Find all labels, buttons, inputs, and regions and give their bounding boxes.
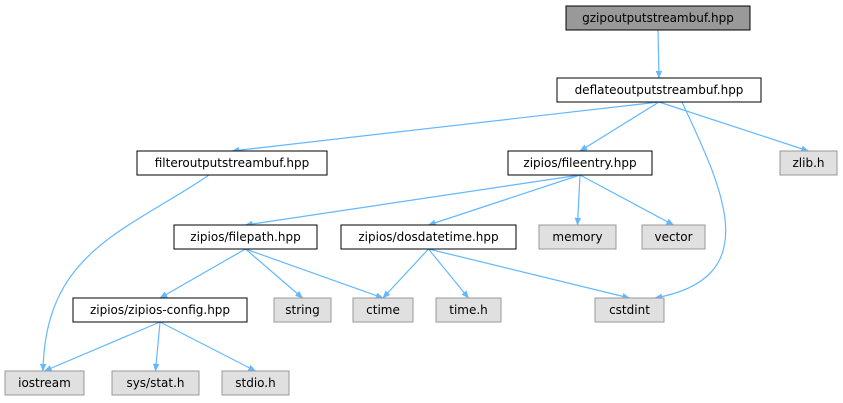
edge-filepath-to-string <box>245 248 304 299</box>
node-label-fileentry: zipios/fileentry.hpp <box>523 156 636 170</box>
edge-dosdatetime-to-ctime <box>382 248 429 299</box>
node-label-zlib: zlib.h <box>792 156 824 170</box>
node-vector[interactable]: vector <box>641 224 706 250</box>
node-stdio[interactable]: stdio.h <box>221 370 290 396</box>
edge-config-to-stdio <box>159 321 257 372</box>
node-filepath[interactable]: zipios/filepath.hpp <box>173 224 318 250</box>
node-box-filter <box>136 150 328 176</box>
node-label-ctime: ctime <box>366 303 400 317</box>
node-config[interactable]: zipios/zipios-config.hpp <box>72 297 248 323</box>
node-label-gzip: gzipoutputstreambuf.hpp <box>582 11 734 25</box>
edge-fileentry-to-memory <box>574 174 582 226</box>
node-box-stdio <box>221 370 290 396</box>
edge-fileentry-to-vector <box>579 174 675 226</box>
node-box-config <box>72 297 248 323</box>
node-box-deflate <box>556 77 762 103</box>
edge-gzip-to-deflate <box>655 29 663 79</box>
edge-filepath-to-ctime <box>245 248 384 299</box>
node-timeh[interactable]: time.h <box>435 297 502 323</box>
node-box-gzip <box>565 5 751 31</box>
node-gzip: gzipoutputstreambuf.hpp <box>565 5 751 31</box>
node-box-string <box>273 297 332 323</box>
edge-deflate-to-zlib <box>658 101 810 152</box>
node-box-dosdatetime <box>340 224 517 250</box>
node-label-stdio: stdio.h <box>235 376 275 390</box>
node-label-filepath: zipios/filepath.hpp <box>190 230 300 244</box>
node-box-ctime <box>352 297 414 323</box>
node-box-zlib <box>779 150 838 176</box>
node-box-memory <box>538 224 617 250</box>
edges-layer <box>39 29 810 372</box>
edge-deflate-to-cstdint <box>654 101 727 300</box>
edge-dosdatetime-to-timeh <box>428 248 470 299</box>
node-ctime[interactable]: ctime <box>352 297 414 323</box>
node-label-config: zipios/zipios-config.hpp <box>90 303 230 317</box>
node-label-sysstat: sys/stat.h <box>126 376 184 390</box>
node-label-iostream: iostream <box>18 376 71 390</box>
node-filter[interactable]: filteroutputstreambuf.hpp <box>136 150 328 176</box>
node-fileentry[interactable]: zipios/fileentry.hpp <box>507 150 653 176</box>
node-iostream[interactable]: iostream <box>4 370 85 396</box>
node-box-vector <box>641 224 706 250</box>
node-label-timeh: time.h <box>449 303 488 317</box>
node-label-cstdint: cstdint <box>609 303 650 317</box>
node-label-vector: vector <box>654 230 692 244</box>
node-label-memory: memory <box>552 230 602 244</box>
edge-filter-to-iostream <box>39 174 210 372</box>
edge-filepath-to-config <box>159 248 246 299</box>
node-sysstat[interactable]: sys/stat.h <box>111 370 200 396</box>
node-box-sysstat <box>111 370 200 396</box>
node-dosdatetime[interactable]: zipios/dosdatetime.hpp <box>340 224 517 250</box>
node-zlib[interactable]: zlib.h <box>779 150 838 176</box>
node-string[interactable]: string <box>273 297 332 323</box>
edge-config-to-sysstat <box>152 321 161 372</box>
node-box-fileentry <box>507 150 653 176</box>
edge-deflate-to-filter <box>231 101 660 154</box>
node-label-filter: filteroutputstreambuf.hpp <box>155 156 310 170</box>
edge-fileentry-to-dosdatetime <box>427 174 581 226</box>
edge-dosdatetime-to-cstdint <box>428 248 631 300</box>
nodes-layer: gzipoutputstreambuf.hpp deflateoutputstre… <box>4 5 838 396</box>
node-box-cstdint <box>594 297 665 323</box>
edge-config-to-iostream <box>43 321 161 372</box>
node-memory[interactable]: memory <box>538 224 617 250</box>
node-label-dosdatetime: zipios/dosdatetime.hpp <box>358 230 498 244</box>
node-box-filepath <box>173 224 318 250</box>
node-label-deflate: deflateoutputstreambuf.hpp <box>575 83 744 97</box>
node-box-iostream <box>4 370 85 396</box>
edge-fileentry-to-filepath <box>244 174 581 228</box>
node-label-string: string <box>285 303 319 317</box>
node-box-timeh <box>435 297 502 323</box>
node-cstdint[interactable]: cstdint <box>594 297 665 323</box>
node-deflate[interactable]: deflateoutputstreambuf.hpp <box>556 77 762 103</box>
edge-deflate-to-fileentry <box>579 101 660 152</box>
